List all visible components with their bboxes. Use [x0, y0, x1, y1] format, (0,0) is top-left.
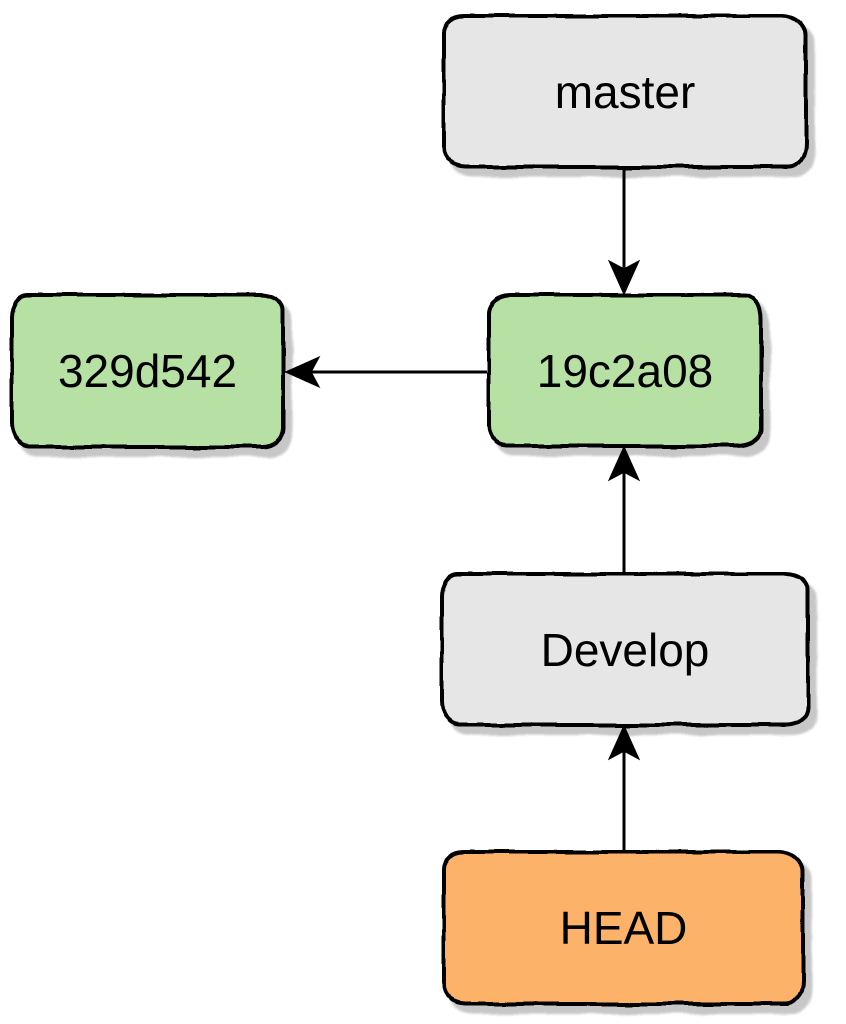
node-329d542-shape [10, 293, 285, 449]
edge-develop-to-19c2a08 [607, 445, 641, 572]
node-329d542: 329d542 [10, 293, 285, 449]
node-develop-shape [440, 572, 810, 727]
node-19c2a08-label: 19c2a08 [536, 344, 714, 397]
node-head-label: HEAD [559, 902, 688, 954]
node-master-shape [442, 14, 808, 169]
edge-head-to-develop [607, 724, 641, 850]
node-329d542-label: 329d542 [57, 345, 238, 397]
node-19c2a08: 19c2a08 [487, 293, 763, 448]
node-develop-label: Develop [540, 623, 710, 676]
node-19c2a08-shape [487, 293, 763, 448]
node-head: HEAD [442, 850, 805, 1006]
node-develop: Develop [440, 572, 810, 727]
edge-master-to-19c2a08 [607, 167, 641, 296]
node-master: master [442, 14, 808, 169]
node-master-label: master [554, 65, 696, 118]
node-head-shape [442, 850, 805, 1006]
edge-19c2a08-to-329d542 [284, 355, 487, 389]
